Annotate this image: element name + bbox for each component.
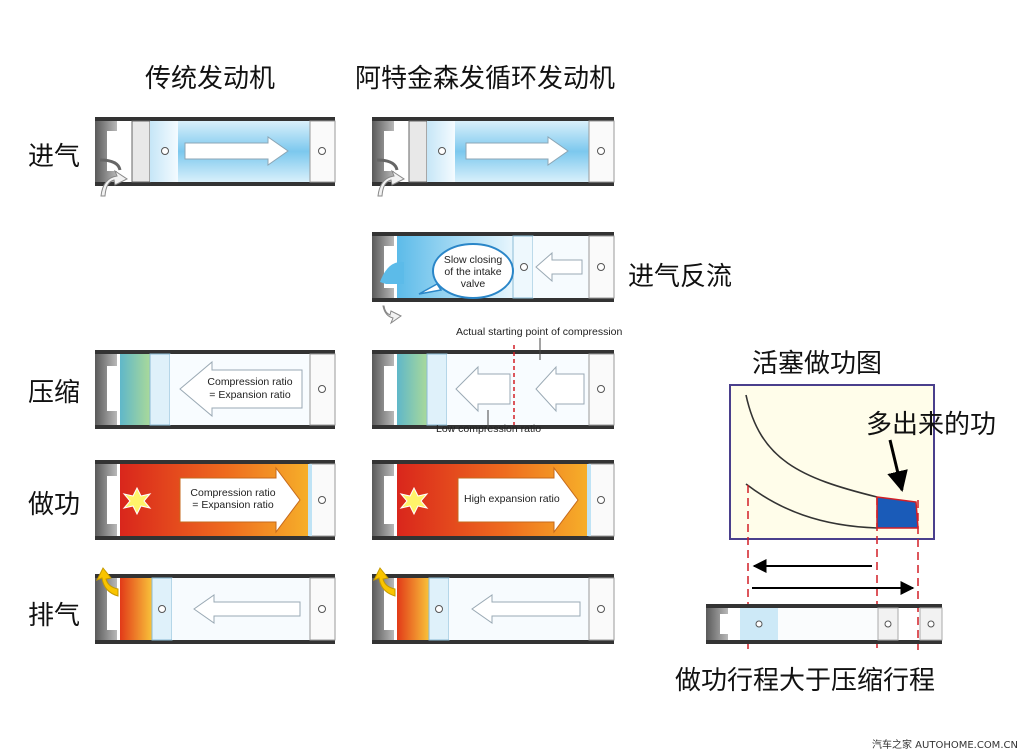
label-intake: 进气 bbox=[28, 142, 81, 172]
cylinder-compression-conventional bbox=[95, 350, 336, 429]
label-compression: 压缩 bbox=[28, 378, 81, 408]
note-slow-closing-intake-valve: Slow closing of the intake valve bbox=[443, 254, 503, 290]
note-compression-ratio-line2: = Expansion ratio bbox=[209, 389, 291, 401]
label-extra-work: 多出来的功 bbox=[866, 410, 997, 440]
note-high-expansion-ratio: High expansion ratio bbox=[464, 493, 560, 505]
title-atkinson-engine: 阿特金森发循环发动机 bbox=[355, 64, 616, 94]
cylinder-intake-atkinson bbox=[372, 117, 615, 197]
cylinder-stroke-comparison bbox=[706, 604, 943, 644]
compression-curve bbox=[745, 483, 878, 529]
watermark: 汽车之家 AUTOHOME.COM.CN bbox=[872, 740, 1018, 751]
cylinder-compression-atkinson bbox=[372, 338, 615, 430]
expansion-curve bbox=[745, 394, 878, 498]
cylinder-power-conventional bbox=[95, 460, 336, 540]
pv-diagram-title: 活塞做功图 bbox=[752, 349, 883, 379]
note-low-compression-ratio: Low compression ratio bbox=[436, 423, 542, 435]
extra-work-pointer-arrow bbox=[887, 439, 908, 493]
caption-power-stroke-longer: 做功行程大于压缩行程 bbox=[675, 666, 936, 696]
cylinder-intake-conventional bbox=[95, 117, 336, 197]
note-power-ratio-line1: Compression ratio bbox=[190, 487, 276, 499]
label-intake-backflow: 进气反流 bbox=[628, 262, 733, 292]
label-exhaust: 排气 bbox=[28, 601, 81, 631]
note-actual-compression-start: Actual starting point of compression bbox=[456, 326, 623, 338]
title-conventional-engine: 传统发动机 bbox=[145, 64, 276, 94]
extra-work-area bbox=[876, 496, 919, 529]
label-power: 做功 bbox=[28, 490, 81, 520]
cylinder-backflow-atkinson bbox=[372, 232, 615, 325]
cylinder-power-atkinson bbox=[372, 460, 615, 540]
pv-diagram bbox=[729, 384, 935, 650]
pv-diagram-frame bbox=[729, 384, 935, 540]
cylinder-exhaust-atkinson bbox=[372, 567, 615, 644]
note-power-ratio-line2: = Expansion ratio bbox=[192, 499, 274, 511]
note-compression-ratio-line1: Compression ratio bbox=[207, 376, 293, 388]
cylinder-exhaust-conventional bbox=[95, 567, 336, 644]
